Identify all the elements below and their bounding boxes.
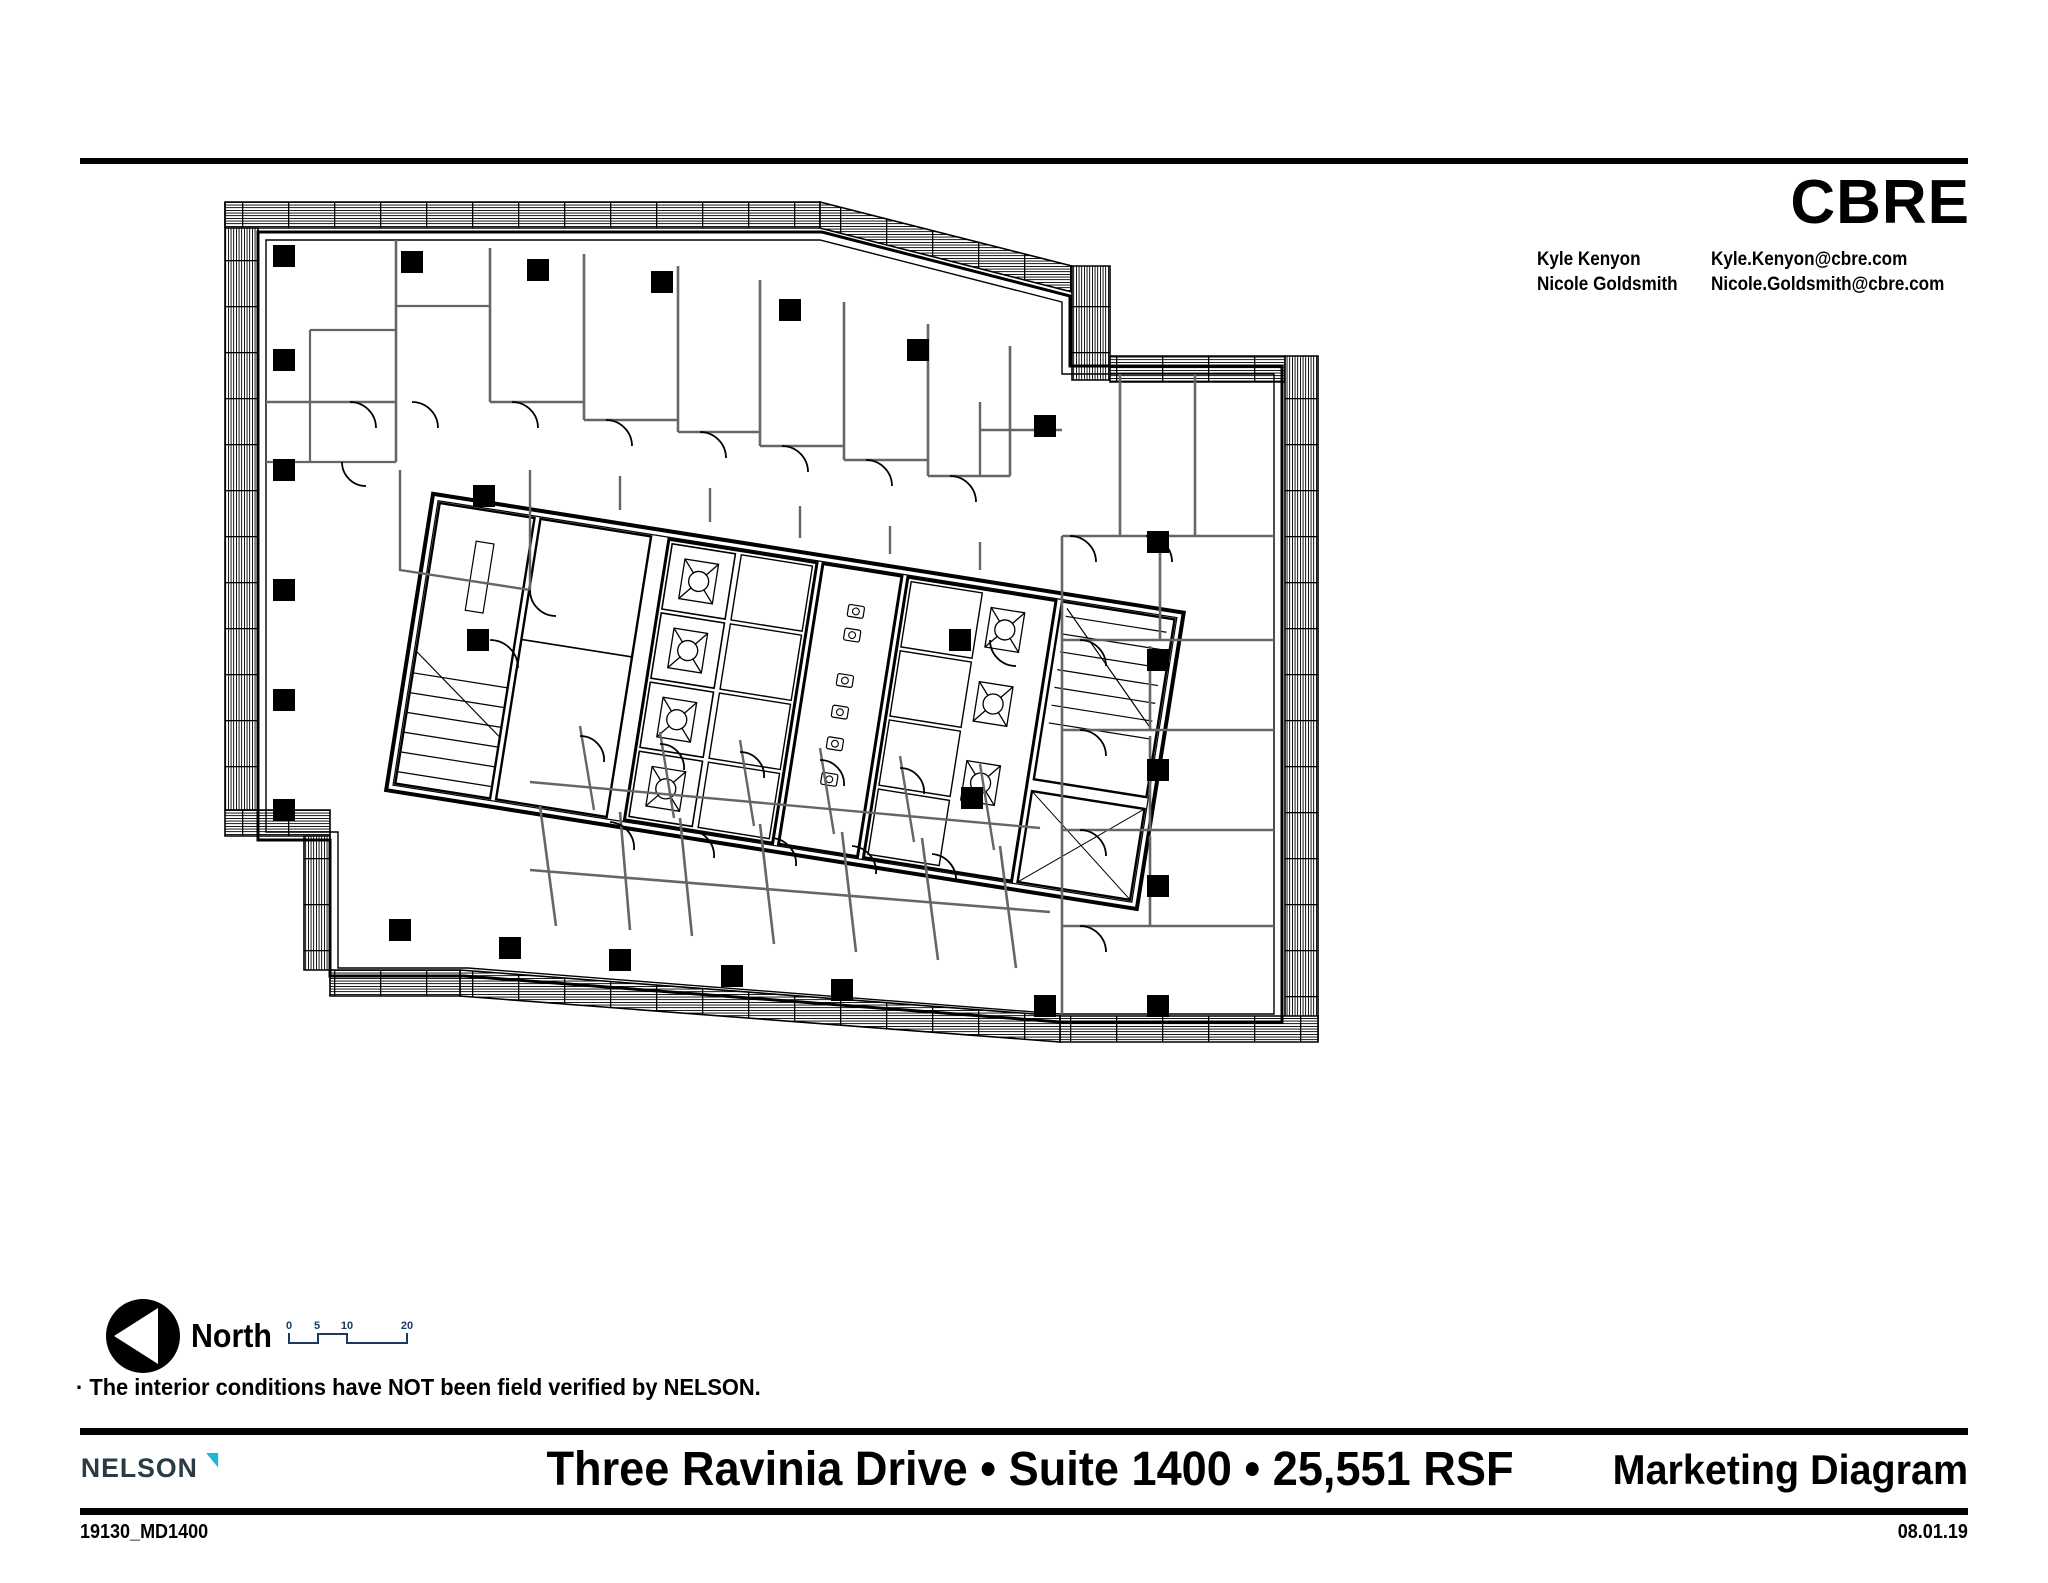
floor-plan-drawing: [60, 170, 1660, 1270]
offices-south: [529, 805, 1051, 969]
building-core: [383, 491, 1187, 912]
nelson-logo: NELSON: [80, 1449, 235, 1489]
header-divider-rule: [80, 158, 1968, 164]
stair-east: [1016, 600, 1176, 902]
north-label: North: [191, 1317, 272, 1354]
disclaimer-note: · The interior conditions have NOT been …: [76, 1374, 761, 1400]
door-swings: [341, 401, 1173, 953]
title-bar-bottom-rule: [80, 1508, 1968, 1515]
stair-west: [393, 501, 536, 800]
scale-tick-5: 5: [314, 1320, 320, 1332]
scale-bar-svg: 0 5 10 20: [286, 1320, 413, 1344]
north-arrow-icon: [105, 1298, 181, 1374]
page-title: Three Ravinia Drive • Suite 1400 • 25,55…: [546, 1443, 1514, 1496]
floor-plan-svg: [224, 200, 1319, 1043]
drawing-number: 19130_MD1400: [80, 1521, 209, 1543]
restroom-mens: [861, 575, 1058, 883]
service-rooms-west: [494, 517, 653, 819]
north-indicator-group: North: [105, 1298, 279, 1374]
offices-north-inner-partitions: [266, 304, 490, 464]
offices-north-second-band: [398, 402, 1062, 592]
title-bar-top-rule: [80, 1428, 1968, 1435]
restroom-womens: [622, 537, 819, 845]
nelson-logo-svg: NELSON: [81, 1453, 219, 1483]
north-arrow-svg: [106, 1299, 180, 1373]
cbre-branding-block: CBRE Kyle Kenyon Kyle.Kenyon@cbre.com Ni…: [1537, 172, 1971, 297]
contact-email[interactable]: Nicole.Goldsmith@cbre.com: [1710, 274, 1945, 295]
drawing-date: 08.01.19: [1897, 1521, 1968, 1543]
contact-name: Kyle Kenyon: [1536, 249, 1641, 270]
nelson-wordmark: NELSON: [81, 1453, 198, 1483]
broker-contact-table: Kyle Kenyon Kyle.Kenyon@cbre.com Nicole …: [1537, 247, 1971, 297]
nelson-accent-triangle: [206, 1453, 219, 1468]
contact-row: Kyle Kenyon Kyle.Kenyon@cbre.com: [1537, 247, 1971, 272]
scale-tick-0: 0: [286, 1320, 292, 1332]
offices-south-second-band: [529, 725, 1041, 851]
contact-name: Nicole Goldsmith: [1536, 274, 1678, 295]
elevator-lobby: [776, 561, 904, 859]
diagram-type-label: Marketing Diagram: [1612, 1446, 1968, 1493]
title-bar: NELSON Three Ravinia Drive • Suite 1400 …: [80, 1437, 1968, 1505]
suite-boundary-walls: [256, 230, 1284, 1024]
scale-bar: 0 5 10 20: [285, 1318, 415, 1352]
scale-tick-10: 10: [341, 1320, 353, 1332]
contact-row: Nicole Goldsmith Nicole.Goldsmith@cbre.c…: [1537, 272, 1971, 297]
cbre-logo: CBRE: [1790, 168, 1970, 237]
contact-email[interactable]: Kyle.Kenyon@cbre.com: [1710, 249, 1908, 270]
scale-tick-20: 20: [401, 1320, 413, 1332]
